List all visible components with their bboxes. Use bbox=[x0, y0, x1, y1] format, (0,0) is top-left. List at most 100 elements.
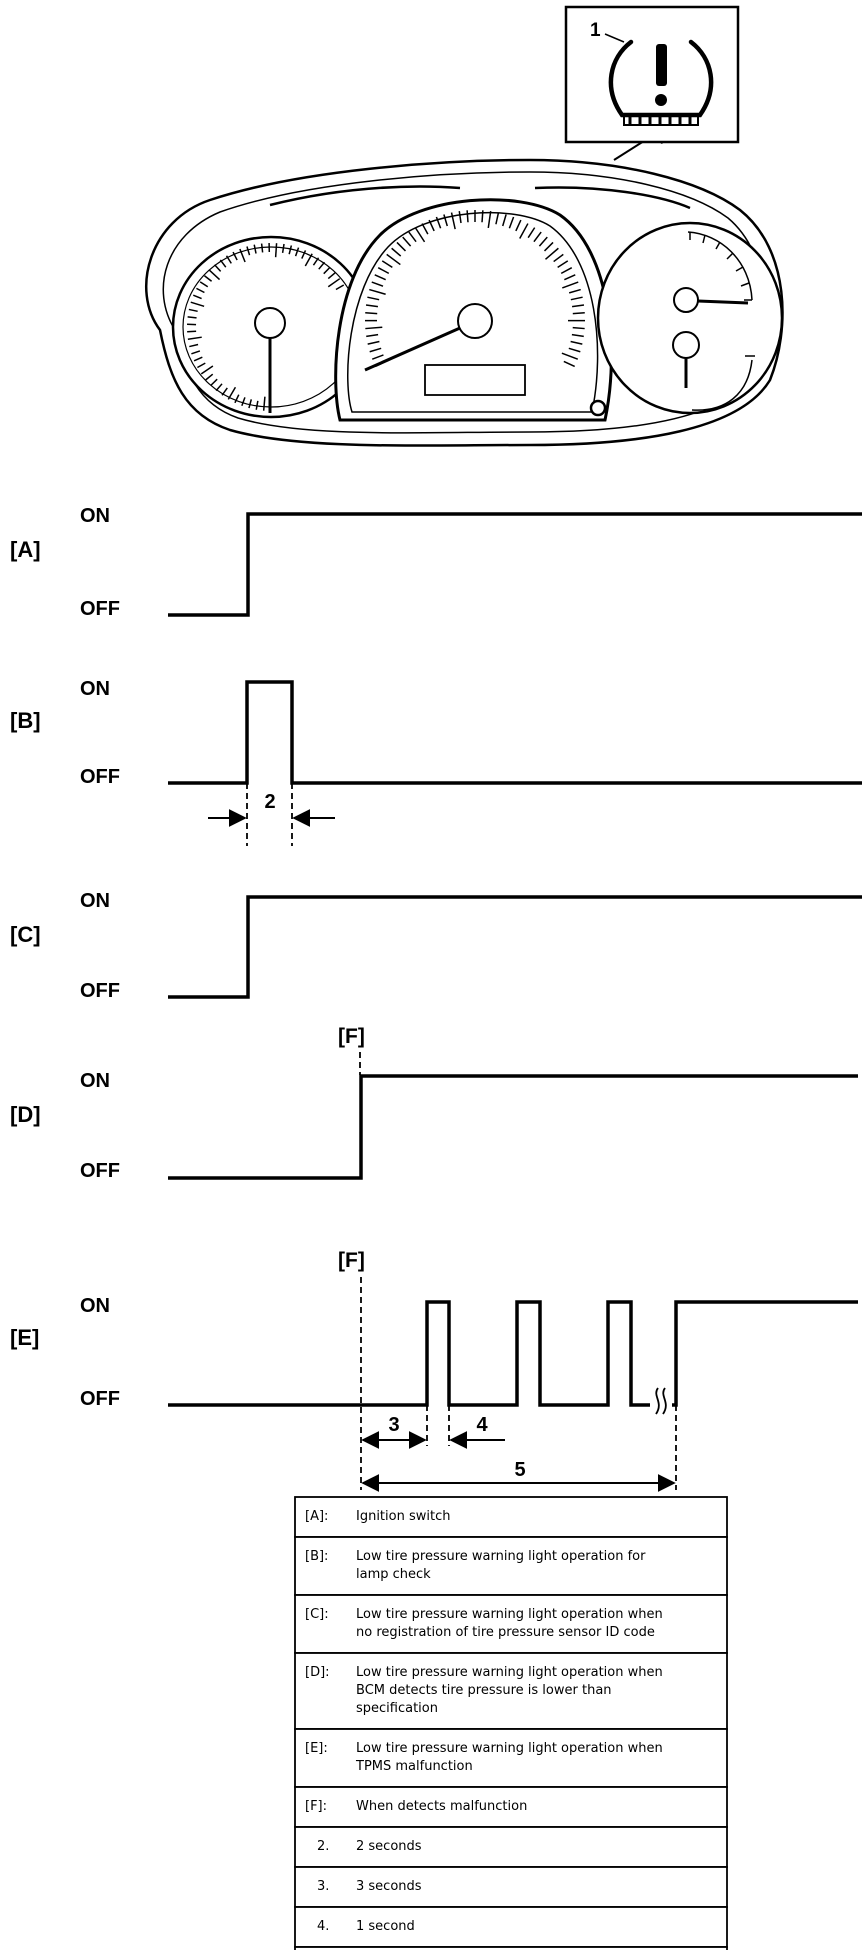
tachometer-gauge bbox=[171, 235, 371, 419]
legend-row bbox=[294, 1786, 728, 1828]
row-d: [F] [D] ON OFF bbox=[10, 1025, 858, 1182]
gauge-tick bbox=[527, 227, 536, 239]
legend-description: 1 second bbox=[356, 1919, 415, 1934]
legend-key: [B]: bbox=[305, 1549, 328, 1564]
gauge-tick bbox=[572, 312, 585, 315]
gauge-tick bbox=[205, 373, 214, 381]
duration-2-label: 2 bbox=[264, 791, 275, 813]
legend-description: specification bbox=[356, 1701, 438, 1716]
gauge-tick bbox=[281, 243, 285, 254]
gauge-tick bbox=[571, 333, 584, 338]
duration-4-label: 4 bbox=[476, 1414, 488, 1436]
gauge-tick bbox=[312, 257, 320, 266]
off-label: OFF bbox=[80, 1160, 120, 1182]
legend-description: TPMS malfunction bbox=[355, 1759, 473, 1774]
gauge-tick bbox=[294, 247, 300, 257]
gauge-tick bbox=[553, 253, 564, 263]
row-b: [B] ON OFF 2 bbox=[10, 678, 862, 846]
legend-description: Low tire pressure warning light operatio… bbox=[356, 1607, 663, 1622]
gauge-tick bbox=[196, 287, 205, 294]
gauge-tick bbox=[561, 352, 579, 360]
gauge-tick bbox=[241, 397, 246, 407]
legend-key: [C]: bbox=[305, 1607, 329, 1622]
gauge-tick bbox=[304, 253, 313, 267]
callout-number-1: 1 bbox=[590, 20, 601, 41]
legend-key: 4. bbox=[317, 1919, 329, 1934]
gauge-tick bbox=[219, 259, 227, 268]
row-label: [B] bbox=[10, 708, 41, 733]
gauge-tick bbox=[377, 267, 390, 275]
legend-row bbox=[294, 1728, 728, 1788]
gauge-tick bbox=[369, 288, 386, 295]
gauge-tick bbox=[545, 247, 559, 260]
legend-row bbox=[294, 1536, 728, 1596]
legend-key: 3. bbox=[317, 1879, 329, 1894]
gauge-tick bbox=[568, 288, 581, 294]
legend-key: 2. bbox=[317, 1839, 329, 1854]
gauge-tick bbox=[365, 304, 379, 308]
legend-row bbox=[294, 1652, 728, 1730]
gauge-tick bbox=[543, 241, 554, 252]
gauge-tick bbox=[187, 336, 202, 340]
row-label: [E] bbox=[10, 1325, 39, 1350]
legend-row bbox=[294, 1946, 728, 1950]
gauge-tick bbox=[246, 246, 251, 256]
row-label: [D] bbox=[10, 1102, 41, 1127]
legend-row bbox=[294, 1594, 728, 1654]
signal-e-waveform bbox=[168, 1300, 650, 1407]
signal-d-waveform bbox=[168, 1074, 858, 1180]
gauge-tick bbox=[495, 212, 500, 225]
gauge-tick bbox=[386, 253, 401, 266]
gauge-tick bbox=[199, 281, 209, 288]
gauge-tick bbox=[203, 275, 213, 282]
gauge-tick bbox=[519, 223, 529, 239]
gauge-tick bbox=[568, 347, 581, 353]
gauge-tick bbox=[515, 219, 522, 232]
gauge-tick bbox=[371, 354, 384, 360]
gauge-tick bbox=[189, 343, 199, 348]
legend-key: [A]: bbox=[305, 1509, 328, 1524]
gauge-tick bbox=[563, 360, 576, 368]
instrument-cluster bbox=[145, 158, 784, 447]
gauge-tick bbox=[366, 333, 379, 338]
gauge-tick bbox=[318, 261, 326, 270]
gauge-tick bbox=[193, 356, 203, 362]
gauge-tick bbox=[210, 378, 218, 387]
gauge-tick bbox=[221, 387, 228, 396]
gauge-tick bbox=[450, 212, 456, 230]
legend-description: Low tire pressure warning light operatio… bbox=[356, 1741, 663, 1756]
on-label: ON bbox=[80, 1070, 110, 1092]
gauge-tick bbox=[466, 210, 469, 223]
gauge-tick bbox=[327, 278, 341, 288]
gauge-tick bbox=[255, 400, 259, 410]
gauge-tick bbox=[443, 214, 449, 227]
legend-row bbox=[294, 1826, 728, 1868]
gauge-tick bbox=[487, 211, 492, 229]
gauge-tick bbox=[367, 296, 380, 301]
legend-key: [D]: bbox=[305, 1665, 330, 1680]
duration-3-label: 3 bbox=[388, 1414, 399, 1436]
gauge-tick bbox=[197, 362, 206, 369]
gauge-tick bbox=[560, 267, 573, 275]
off-label: OFF bbox=[80, 1388, 120, 1410]
signal-b-waveform bbox=[168, 680, 862, 785]
legend-description: BCM detects tire pressure is lower than bbox=[356, 1683, 612, 1698]
gauge-tick bbox=[374, 274, 386, 281]
speedometer-gauge bbox=[334, 198, 613, 422]
gauge-tick bbox=[391, 247, 402, 257]
gauge-tick bbox=[232, 251, 238, 261]
row-label: [A] bbox=[10, 537, 41, 562]
off-label: OFF bbox=[80, 766, 120, 788]
gauge-tick bbox=[301, 250, 307, 259]
gauge-tick bbox=[367, 340, 380, 345]
gauge-tick bbox=[481, 210, 484, 223]
gauge-tick bbox=[248, 399, 253, 409]
gauge-tick bbox=[538, 236, 548, 247]
legend-description: 2 seconds bbox=[356, 1839, 422, 1854]
gauge-tick bbox=[262, 396, 266, 411]
legend-description: no registration of tire pressure sensor … bbox=[356, 1625, 655, 1640]
gauge-tick bbox=[369, 347, 382, 353]
gauge-tick bbox=[327, 272, 336, 280]
gauge-tick bbox=[435, 216, 442, 229]
